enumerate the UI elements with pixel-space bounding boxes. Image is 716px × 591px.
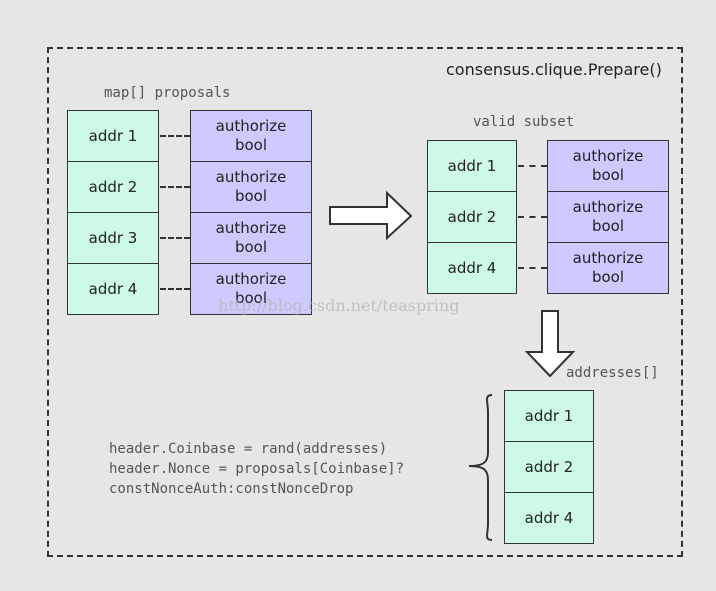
proposal-addr-2: addr 2	[67, 161, 159, 213]
addresses-label: addresses[]	[566, 365, 659, 381]
address-item-4: addr 4	[504, 492, 594, 544]
diagram-title: consensus.clique.Prepare()	[446, 60, 662, 79]
valid-link-2	[518, 216, 547, 218]
code-line-3: constNonceAuth:constNonceDrop	[109, 481, 354, 497]
valid-subset-label: valid subset	[473, 114, 575, 130]
proposals-label: map[] proposals	[104, 85, 231, 101]
valid-addr-1: addr 1	[427, 140, 517, 192]
prepare-frame	[47, 47, 683, 557]
address-item-1: addr 1	[504, 390, 594, 442]
proposal-link-2	[160, 186, 190, 188]
proposal-link-1	[160, 135, 190, 137]
proposal-addr-1: addr 1	[67, 110, 159, 162]
authorize-text: authorize	[215, 270, 287, 288]
proposal-addr-3: addr 3	[67, 212, 159, 264]
valid-addr-2: addr 2	[427, 191, 517, 243]
proposal-link-3	[160, 237, 190, 239]
bool-text: bool	[591, 268, 625, 286]
bool-text: bool	[591, 217, 625, 235]
valid-link-1	[518, 165, 547, 167]
bool-text: bool	[234, 238, 268, 256]
code-line-2: header.Nonce = proposals[Coinbase]?	[109, 461, 405, 477]
bool-text: bool	[234, 289, 268, 307]
authorize-text: authorize	[572, 249, 644, 267]
authorize-text: authorize	[215, 117, 287, 135]
bool-text: bool	[234, 136, 268, 154]
authorize-text: authorize	[215, 168, 287, 186]
bool-text: bool	[591, 166, 625, 184]
down-arrow-icon	[524, 310, 576, 378]
authorize-text: authorize	[215, 219, 287, 237]
curly-brace-icon	[468, 394, 493, 541]
code-line-1: header.Coinbase = rand(addresses)	[109, 441, 388, 457]
right-arrow-icon	[329, 190, 413, 241]
proposal-addr-4: addr 4	[67, 263, 159, 315]
proposal-link-4	[160, 288, 190, 290]
watermark: http://blog.csdn.net/teaspring	[218, 296, 460, 315]
valid-addr-4: addr 4	[427, 242, 517, 294]
authorize-text: authorize	[572, 198, 644, 216]
authorize-text: authorize	[572, 147, 644, 165]
bool-text: bool	[234, 187, 268, 205]
valid-link-4	[518, 267, 547, 269]
